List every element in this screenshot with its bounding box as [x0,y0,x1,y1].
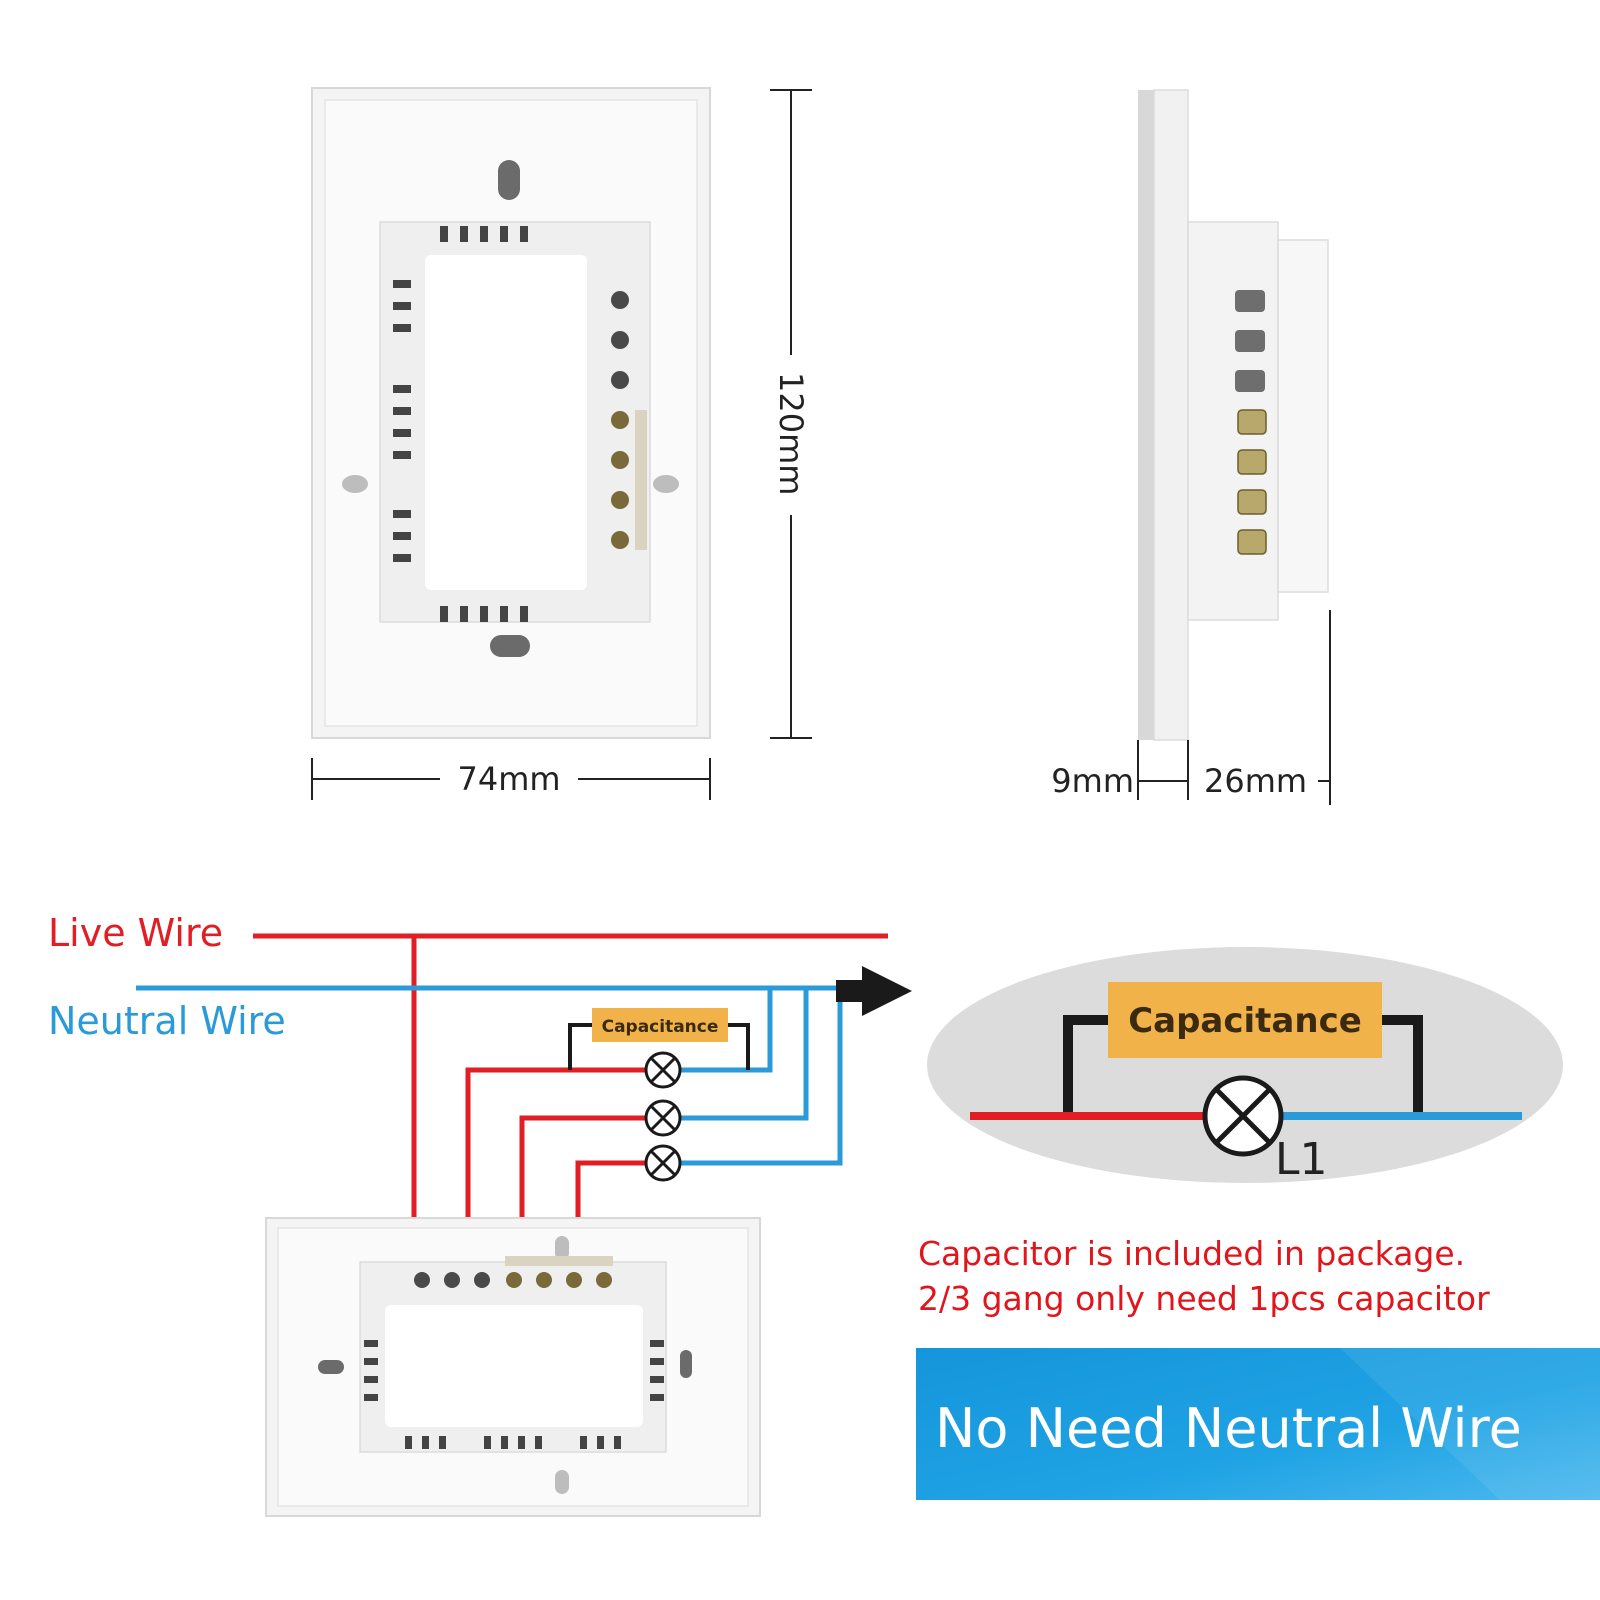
lamp-1 [644,1051,682,1089]
capacitance-label-large: Capacitance [1128,1001,1362,1041]
note-line-2: 2/3 gang only need 1pcs capacitor [918,1279,1490,1318]
glass-depth-label: 9mm [1051,762,1134,800]
height-dimension [770,89,812,739]
neutral-wire-label: Neutral Wire [48,999,286,1043]
lamp-2 [644,1099,682,1137]
lamp-label: L1 [1275,1134,1328,1185]
continue-arrow [836,966,912,1016]
lamp-3 [644,1144,682,1182]
depth-dimension [1137,610,1331,805]
capacitor-small: Capacitance [568,1008,750,1070]
switch-back-view [311,87,711,739]
capacitor-detail: Capacitance L1 [927,947,1563,1185]
body-depth-label: 26mm [1204,762,1307,800]
lamps [644,1051,682,1182]
live-wire-label: Live Wire [48,911,223,955]
live-wire [253,933,888,1218]
lamp-large [1202,1075,1284,1157]
banner-text: No Need Neutral Wire [935,1397,1522,1460]
neutral-wire [136,985,843,1166]
note-line-1: Capacitor is included in package. [918,1234,1465,1273]
switch-horizontal-view [265,1217,761,1517]
no-neutral-banner: No Need Neutral Wire [916,1348,1600,1500]
switch-side-view [1138,89,1329,741]
width-dimension [311,758,711,800]
height-label: 120mm [772,372,810,495]
width-label: 74mm [457,760,560,798]
capacitance-label-small: Capacitance [602,1017,719,1037]
